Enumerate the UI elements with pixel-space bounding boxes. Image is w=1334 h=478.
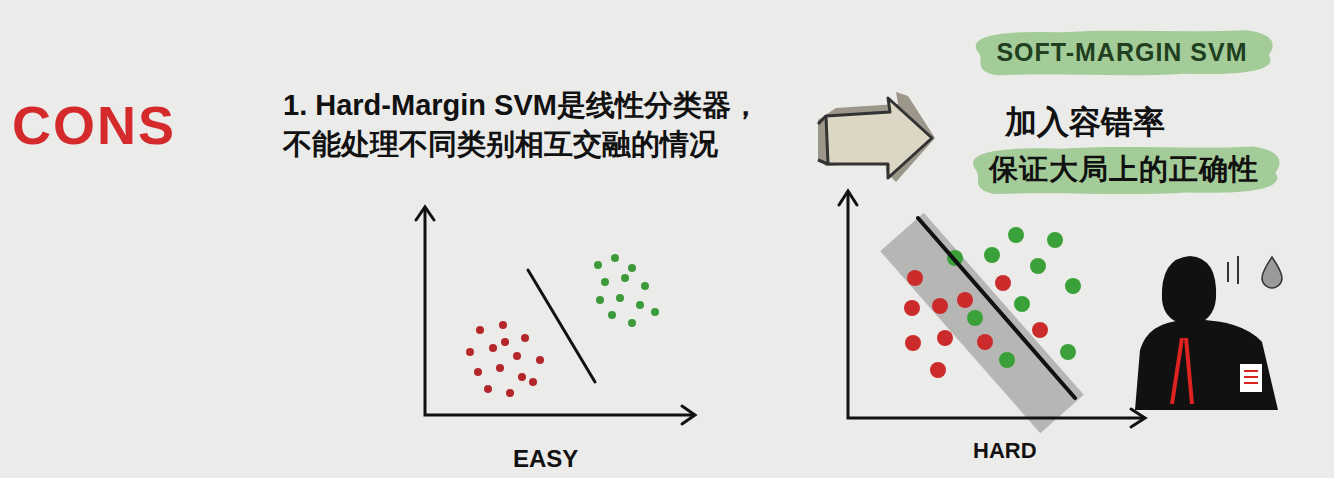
red-dots	[466, 321, 544, 397]
note-text: 1. Hard-Margin SVM是线性分类器， 不能处理不同类别相互交融的情…	[283, 86, 843, 164]
blob-text: SOFT-MARGIN SVM	[996, 38, 1247, 67]
hard-chart	[839, 191, 1145, 427]
remedy-text: 加入容错率	[1005, 102, 1165, 142]
axis-label: HARD	[973, 437, 1037, 465]
highlight-blob: 保证大局上的正确性	[963, 142, 1285, 198]
highlight-blob: SOFT-MARGIN SVM	[966, 26, 1278, 79]
axis-label: EASY	[513, 444, 578, 474]
cons-heading: CONS	[12, 92, 176, 160]
big-arrow	[818, 92, 935, 182]
green-dots	[594, 254, 659, 327]
blob-text: 保证大局上的正确性	[989, 150, 1259, 190]
easy-chart	[416, 207, 695, 424]
worried-person	[1135, 256, 1282, 410]
